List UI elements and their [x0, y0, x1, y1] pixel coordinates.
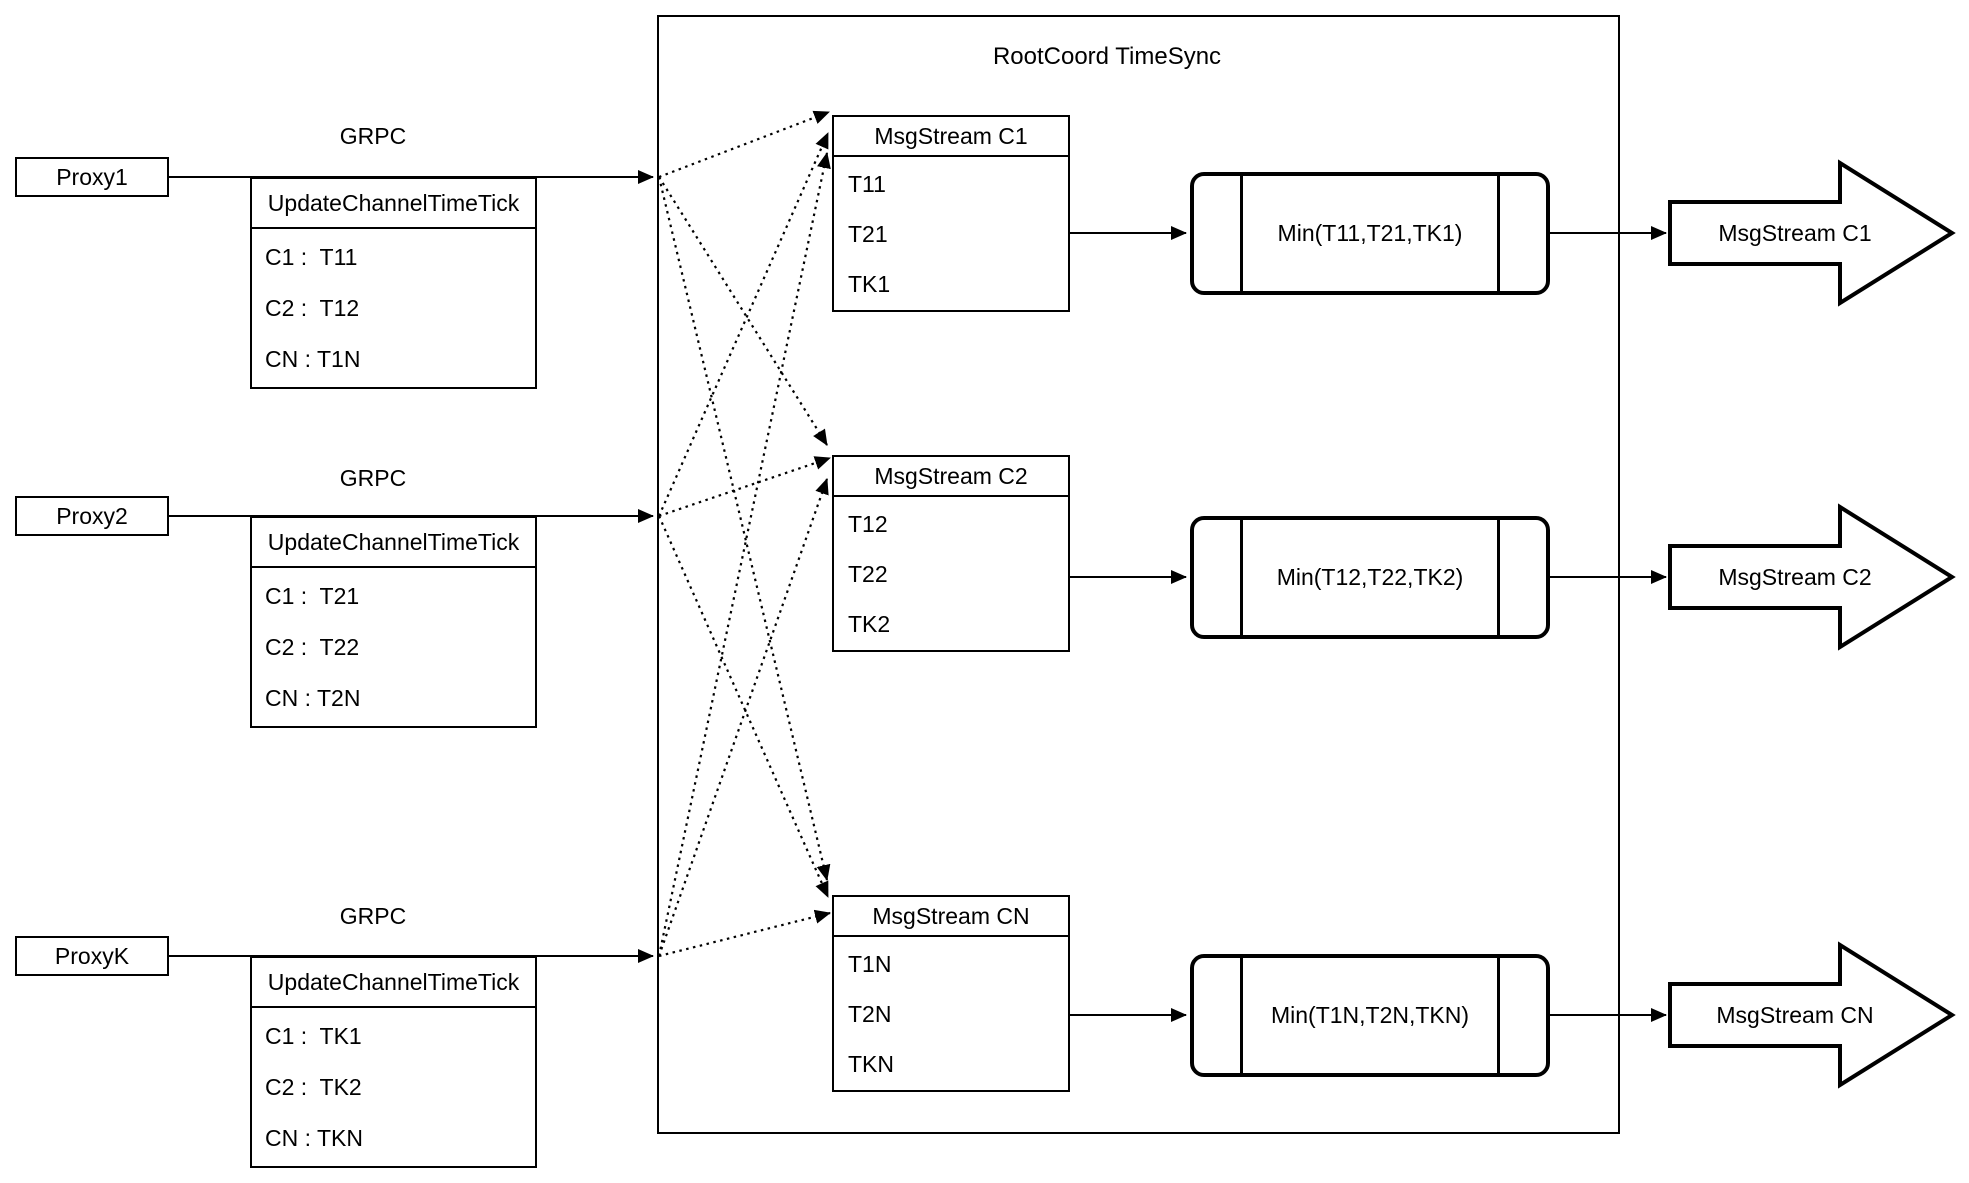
stream-table-2-header: MsgStream C2	[834, 457, 1068, 497]
stream-table-row: TK2	[848, 611, 891, 637]
stream-table-3: MsgStream CN T1N T2N TKN	[832, 895, 1070, 1092]
stream-table-2-body: T12 T22 TK2	[834, 497, 1068, 650]
update-table-2: UpdateChannelTimeTick C1 : T21 C2 : T22 …	[250, 516, 537, 728]
update-table-row: C1 : TK1	[265, 1023, 362, 1049]
update-table-1: UpdateChannelTimeTick C1 : T11 C2 : T12 …	[250, 177, 537, 389]
proxyk-label: ProxyK	[54, 942, 130, 969]
proxy2-label: Proxy2	[56, 502, 128, 529]
stream-table-row: T1N	[848, 951, 892, 977]
min-box-1-label: Min(T11,T21,TK1)	[1277, 220, 1463, 246]
stream-table-row: T22	[848, 561, 888, 587]
update-table-2-header: UpdateChannelTimeTick	[252, 518, 535, 568]
stream-table-row: T12	[848, 511, 888, 537]
stream-table-2: MsgStream C2 T12 T22 TK2	[832, 455, 1070, 652]
update-table-row: CN : T2N	[265, 685, 361, 711]
grpc-label-2: GRPC	[339, 465, 407, 491]
proxy1-box: Proxy1	[15, 157, 169, 197]
min-box-divider	[1240, 175, 1243, 292]
stream-table-3-header: MsgStream CN	[834, 897, 1068, 937]
update-table-row: C2 : TK2	[265, 1074, 362, 1100]
stream-table-row: TK1	[848, 271, 891, 297]
grpc-label-3: GRPC	[339, 903, 407, 929]
update-table-3-body: C1 : TK1 C2 : TK2 CN : TKN	[252, 1008, 535, 1166]
rootcoord-title: RootCoord TimeSync	[992, 43, 1222, 70]
min-box-divider	[1497, 175, 1500, 292]
min-box-3-label: Min(T1N,T2N,TKN)	[1270, 1002, 1470, 1028]
update-table-3-header: UpdateChannelTimeTick	[252, 958, 535, 1008]
update-table-row: C1 : T21	[265, 583, 360, 609]
proxyk-box: ProxyK	[15, 936, 169, 976]
update-table-1-body: C1 : T11 C2 : T12 CN : T1N	[252, 229, 535, 387]
proxy1-label: Proxy1	[56, 163, 128, 190]
update-table-2-body: C1 : T21 C2 : T22 CN : T2N	[252, 568, 535, 726]
min-box-2: Min(T12,T22,TK2)	[1190, 516, 1550, 639]
stream-table-3-body: T1N T2N TKN	[834, 937, 1068, 1090]
update-table-row: C1 : T11	[265, 244, 358, 270]
output-arrow-label-3: MsgStream CN	[1716, 1002, 1874, 1028]
stream-table-1: MsgStream C1 T11 T21 TK1	[832, 115, 1070, 312]
stream-table-1-body: T11 T21 TK1	[834, 157, 1068, 310]
update-table-row: CN : T1N	[265, 346, 361, 372]
min-box-2-label: Min(T12,T22,TK2)	[1276, 564, 1464, 590]
stream-table-row: TKN	[848, 1051, 894, 1077]
min-box-divider	[1497, 519, 1500, 636]
stream-table-row: T11	[848, 171, 886, 197]
stream-table-row: T2N	[848, 1001, 892, 1027]
update-table-row: C2 : T12	[265, 295, 360, 321]
update-table-row: C2 : T22	[265, 634, 360, 660]
stream-table-row: T21	[848, 221, 888, 247]
update-table-row: CN : TKN	[265, 1125, 363, 1151]
min-box-3: Min(T1N,T2N,TKN)	[1190, 954, 1550, 1077]
min-box-1: Min(T11,T21,TK1)	[1190, 172, 1550, 295]
min-box-divider	[1240, 519, 1243, 636]
min-box-divider	[1497, 957, 1500, 1074]
stream-table-1-header: MsgStream C1	[834, 117, 1068, 157]
output-arrow-label-2: MsgStream C2	[1718, 564, 1872, 590]
proxy2-box: Proxy2	[15, 496, 169, 536]
output-arrow-label-1: MsgStream C1	[1718, 220, 1872, 246]
update-table-3: UpdateChannelTimeTick C1 : TK1 C2 : TK2 …	[250, 956, 537, 1168]
min-box-divider	[1240, 957, 1243, 1074]
grpc-label-1: GRPC	[339, 123, 407, 149]
update-table-1-header: UpdateChannelTimeTick	[252, 179, 535, 229]
